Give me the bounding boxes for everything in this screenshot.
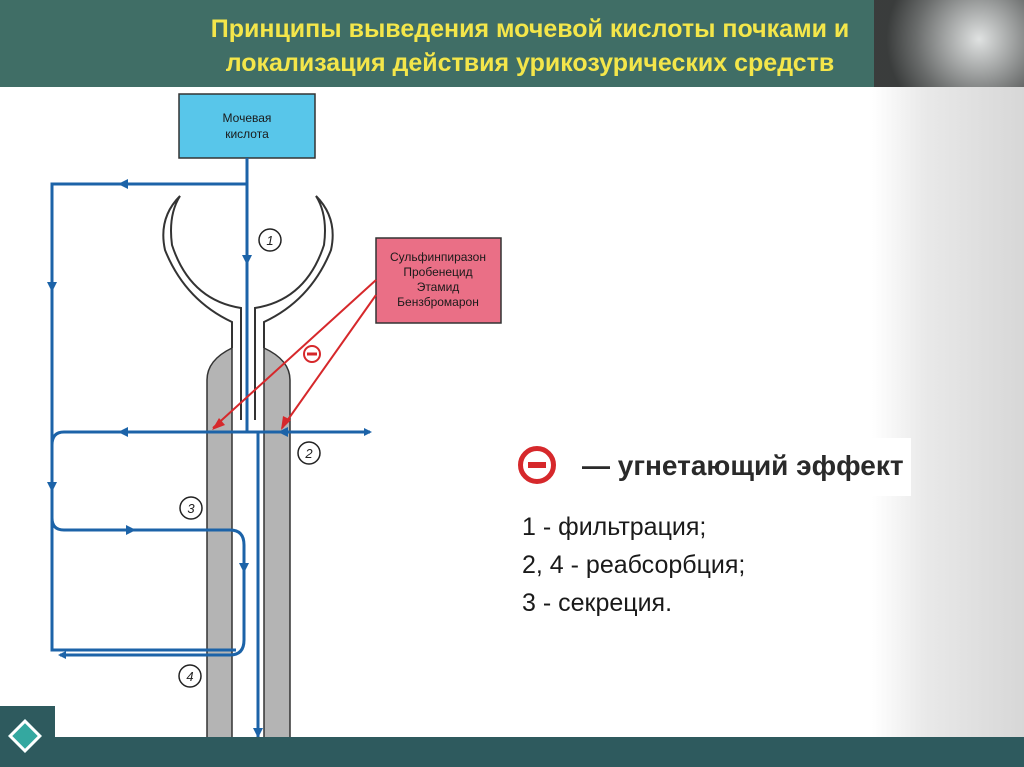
glomerular-capsule bbox=[162, 195, 334, 420]
note-filtration: 1 - фильтрация; bbox=[522, 513, 707, 541]
uric-acid-label-line2: кислота bbox=[225, 127, 269, 141]
process-notes: 1 - фильтрация; 2, 4 - реабсорбция; 3 - … bbox=[522, 508, 745, 622]
inhibit-marker-bar bbox=[307, 352, 317, 356]
arrowhead-down-secretion bbox=[239, 563, 249, 573]
inhibit-arrowhead-2 bbox=[281, 416, 291, 430]
inhibit-arrow-1 bbox=[212, 279, 377, 429]
drug-4: Бензбромарон bbox=[397, 295, 479, 309]
step-1-label: 1 bbox=[266, 233, 273, 248]
secretion-line bbox=[50, 517, 246, 659]
header-decoration bbox=[874, 0, 1024, 87]
arrowhead-secretion-right bbox=[126, 525, 136, 535]
arrowhead-top-left bbox=[118, 179, 128, 189]
step-3-label: 3 bbox=[187, 501, 195, 516]
arrowhead-reabsorb-right bbox=[278, 427, 288, 437]
drug-box bbox=[375, 237, 502, 324]
footer-logo-block bbox=[0, 706, 55, 767]
arrowhead-reabsorb-left bbox=[118, 427, 128, 437]
arrowhead-down-left bbox=[47, 282, 57, 292]
inhibit-arrowheads bbox=[212, 416, 291, 430]
bypass-loop bbox=[50, 182, 247, 652]
step-1-circle bbox=[258, 228, 282, 252]
step-3-circle bbox=[179, 496, 203, 520]
flow-lines bbox=[50, 158, 372, 659]
title-line-1: Принципы выведения мочевой кислоты почка… bbox=[210, 15, 850, 43]
tubule-right-wall bbox=[263, 346, 291, 739]
arrowhead-down-1 bbox=[242, 255, 252, 265]
inhibit-legend-icon bbox=[518, 446, 556, 484]
tubule-left-wall bbox=[206, 346, 233, 739]
diamond-logo-icon bbox=[8, 719, 42, 753]
title-line-2: локализация действия урикозурических сре… bbox=[225, 49, 835, 77]
step-markers: 1 2 3 4 bbox=[178, 228, 321, 688]
side-panel-gradient bbox=[872, 87, 1024, 737]
drug-1: Сульфинпиразон bbox=[390, 250, 486, 264]
drug-3: Этамид bbox=[417, 280, 460, 294]
step-4-circle bbox=[178, 664, 202, 688]
step-4-label: 4 bbox=[186, 669, 193, 684]
drug-2: Пробенецид bbox=[403, 265, 472, 279]
arrowhead-down-3 bbox=[47, 482, 57, 492]
inhibit-arrow-2 bbox=[281, 294, 377, 429]
title-bar: Принципы выведения мочевой кислоты почка… bbox=[0, 0, 1024, 87]
note-secretion: 3 - секреция. bbox=[522, 589, 673, 617]
legend-label: — угнетающий эффект bbox=[582, 450, 904, 481]
step-2-circle bbox=[297, 441, 321, 465]
inhibit-arrowhead-1 bbox=[212, 418, 225, 430]
inhibition-arrows bbox=[212, 279, 377, 429]
legend bbox=[513, 438, 911, 496]
slide-title: Принципы выведения мочевой кислоты почка… bbox=[80, 12, 980, 80]
note-reabsorption: 2, 4 - реабсорбция; bbox=[522, 551, 746, 579]
footer-bar bbox=[0, 737, 1024, 767]
uric-acid-label-line1: Мочевая bbox=[223, 111, 272, 125]
uric-acid-box bbox=[178, 93, 316, 159]
left-return-line bbox=[50, 430, 65, 446]
step-2-label: 2 bbox=[304, 446, 313, 461]
